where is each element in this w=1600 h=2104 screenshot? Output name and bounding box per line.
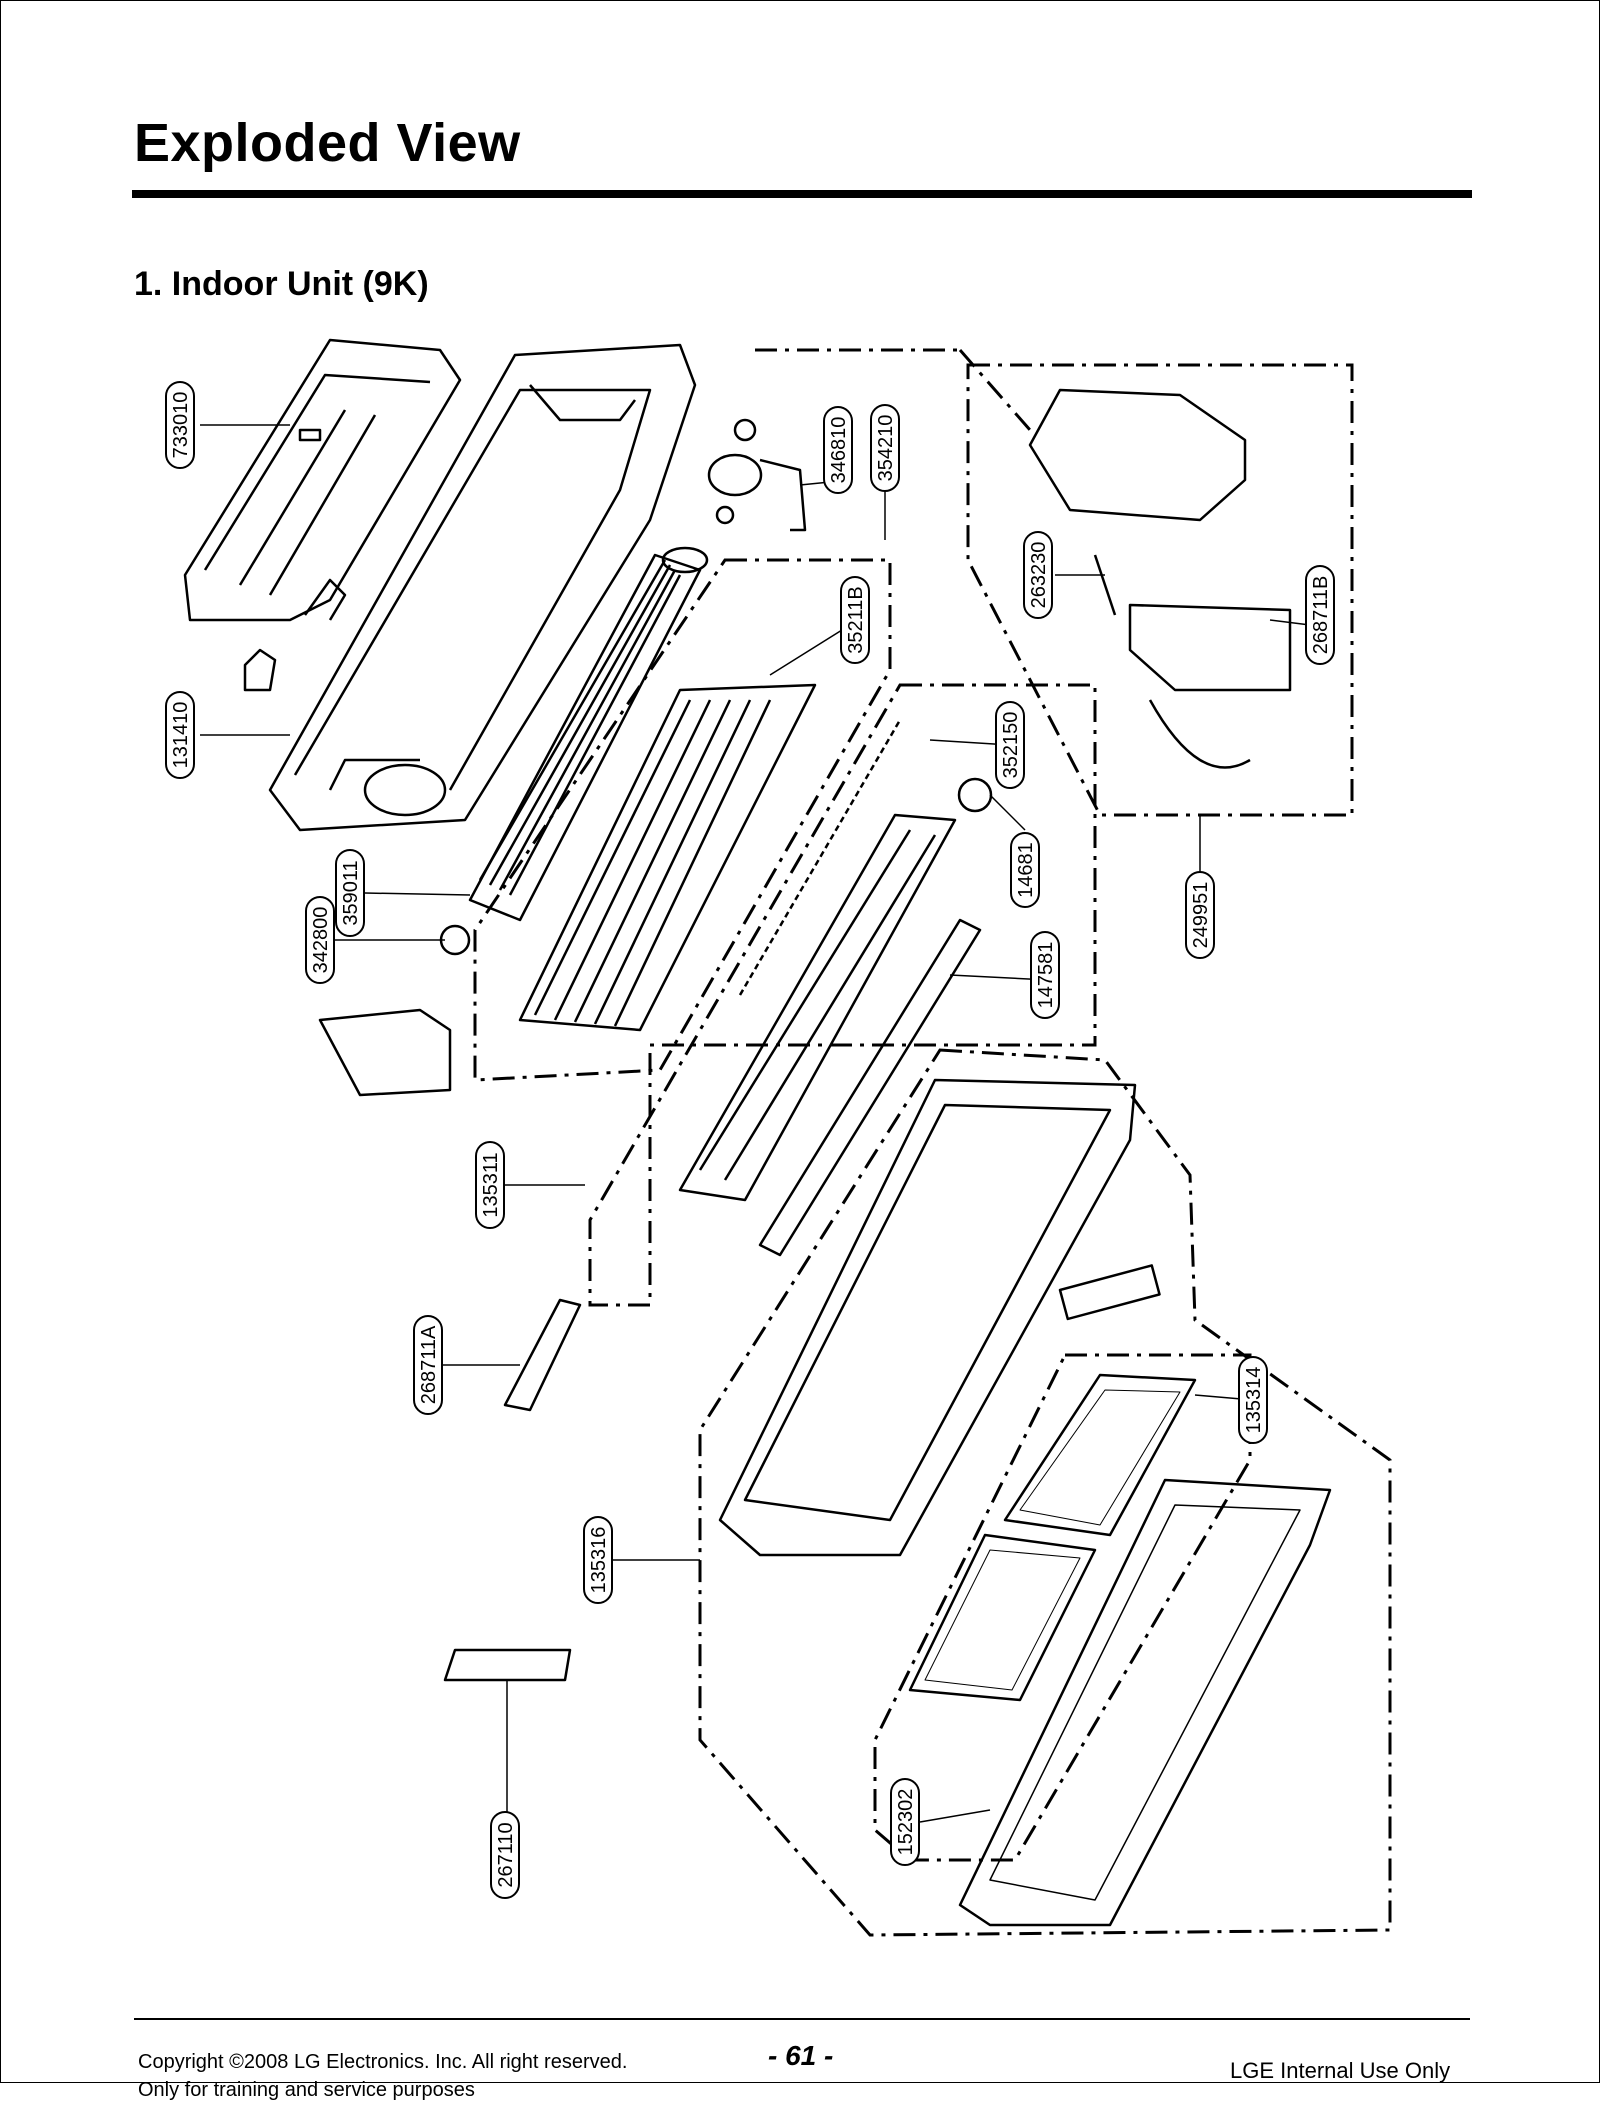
remote-controller <box>443 1648 572 1682</box>
bearing-holder <box>318 924 471 1097</box>
part-number-label: 268711A <box>418 1325 440 1404</box>
part-number-label: 267110 <box>495 1822 517 1887</box>
page-title: Exploded View <box>134 113 521 173</box>
part-callout-352150: 352150 <box>995 701 1025 789</box>
part-number-label: 135314 <box>1243 1367 1265 1434</box>
part-number-label: 35211B <box>845 586 867 653</box>
part-number-label: 354210 <box>875 415 897 482</box>
part-number-label: 346810 <box>828 417 850 484</box>
evaporator <box>518 683 817 1032</box>
installation-plate <box>183 338 462 692</box>
part-callout-268711B: 268711B <box>1305 565 1335 665</box>
part-number-label: 135316 <box>588 1527 610 1594</box>
part-number-label: 131410 <box>170 702 192 769</box>
part-callout-263230: 263230 <box>1023 531 1053 619</box>
part-callout-268711A: 268711A <box>413 1315 443 1415</box>
cross-flow-fan <box>468 546 709 922</box>
part-callout-249951: 249951 <box>1185 871 1215 959</box>
part-number-label: 152302 <box>895 1789 917 1856</box>
part-callout-147581: 147581 <box>1030 931 1060 1019</box>
part-callout-35211B: 35211B <box>840 576 870 664</box>
title-divider <box>132 190 1472 198</box>
control-box-group-boundary <box>966 363 1354 817</box>
louver-assembly <box>678 813 982 1257</box>
part-callout-359011: 359011 <box>335 849 365 937</box>
part-callout-342800: 342800 <box>305 896 335 984</box>
copyright-text: Copyright ©2008 LG Electronics. Inc. All… <box>138 2051 628 2073</box>
internal-use-note: LGE Internal Use Only <box>1230 2058 1451 2083</box>
training-note: Only for training and service purposes <box>138 2079 475 2101</box>
part-number-callouts: 733010 131410 359011 342800 346810 354210 3521… <box>165 381 1335 1899</box>
leader-lines <box>200 424 1311 1823</box>
front-panel-group-boundary <box>698 1048 1392 1937</box>
footer-legal: Copyright ©2008 LG Electronics. Inc. All… <box>138 2048 627 2104</box>
footer-divider <box>134 2018 1470 2020</box>
part-callout-152302: 152302 <box>890 1778 920 1866</box>
part-number-label: 342800 <box>310 907 332 974</box>
part-callout-733010: 733010 <box>165 381 195 469</box>
part-callout-131410: 131410 <box>165 691 195 779</box>
part-callout-135311: 135311 <box>475 1141 505 1229</box>
chassis <box>268 343 697 832</box>
part-callout-135316: 135316 <box>583 1516 613 1604</box>
part-number-label: 359011 <box>340 860 362 925</box>
part-number-label: 352150 <box>1000 712 1022 779</box>
air-filter-lower <box>908 1533 1097 1702</box>
air-filter-upper <box>1003 1373 1197 1537</box>
part-callout-135314: 135314 <box>1238 1356 1268 1444</box>
page-number: - 61 - <box>768 2040 834 2071</box>
part-number-label: 147581 <box>1035 942 1057 1009</box>
part-callout-354210: 354210 <box>870 404 900 492</box>
part-number-label: 14681 <box>1015 842 1037 898</box>
part-number-label: 263230 <box>1028 542 1050 609</box>
part-number-label: 135311 <box>480 1152 502 1217</box>
drain-hose <box>738 719 902 996</box>
front-frame <box>718 1078 1161 1557</box>
front-panel <box>958 1478 1332 1927</box>
filter-group-boundary <box>873 1353 1252 1862</box>
part-callout-14681: 14681 <box>1010 832 1040 908</box>
part-callout-346810: 346810 <box>823 406 853 494</box>
step-motor <box>957 777 993 813</box>
control-box <box>1028 388 1292 769</box>
part-number-label: 733010 <box>170 392 192 459</box>
part-number-label: 249951 <box>1190 882 1212 949</box>
fan-motor <box>707 418 807 532</box>
group-boundaries <box>473 348 1392 1937</box>
evaporator-group-boundary <box>473 558 892 1082</box>
display-pcb <box>503 1298 582 1412</box>
section-heading: 1. Indoor Unit (9K) <box>134 265 429 303</box>
part-number-label: 268711B <box>1310 576 1332 655</box>
part-callout-267110: 267110 <box>490 1811 520 1899</box>
